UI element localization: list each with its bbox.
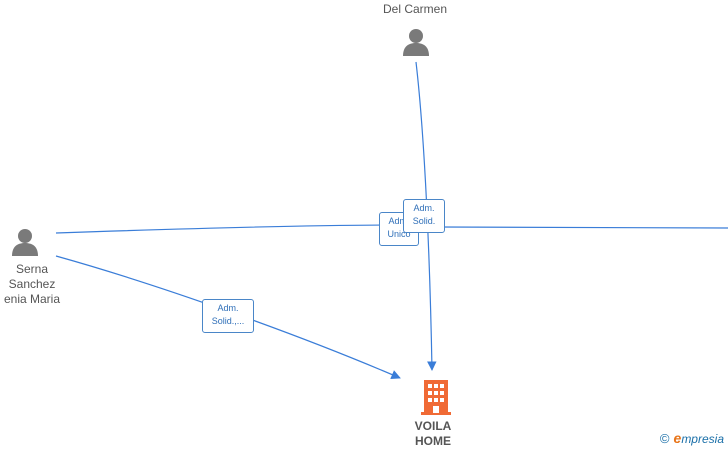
copyright-symbol: © — [659, 431, 670, 446]
edge-right-horizontal — [439, 226, 728, 229]
empresia-logo: ©empresia — [660, 430, 724, 446]
person-label-serna[interactable]: Serna Sanchez enia Maria — [3, 262, 61, 306]
company-label-voila-home[interactable]: VOILA HOME — [414, 419, 452, 448]
edge-label-line: Adm. — [388, 216, 410, 226]
edge-label-adm-solid-top: Adm. Solid. — [403, 199, 445, 233]
edge-serna-to-right — [55, 224, 401, 234]
edge-label-line: Unico — [387, 229, 411, 239]
building-icon[interactable] — [421, 380, 451, 415]
edge-label-line: Solid. — [412, 216, 436, 226]
brand-initial: e — [673, 430, 682, 446]
edge-label-line: Adm. — [413, 203, 435, 213]
edge-label-line: Adm. — [217, 303, 239, 313]
person-icon[interactable] — [403, 29, 429, 56]
edge-label-line: Solid.,... — [211, 316, 245, 326]
brand-name: mpresia — [681, 432, 724, 446]
edge-label-adm-solid-left: Adm. Solid.,... — [202, 299, 254, 333]
person-icon[interactable] — [12, 229, 38, 256]
person-label-del-carmen[interactable]: Del Carmen — [382, 2, 448, 16]
